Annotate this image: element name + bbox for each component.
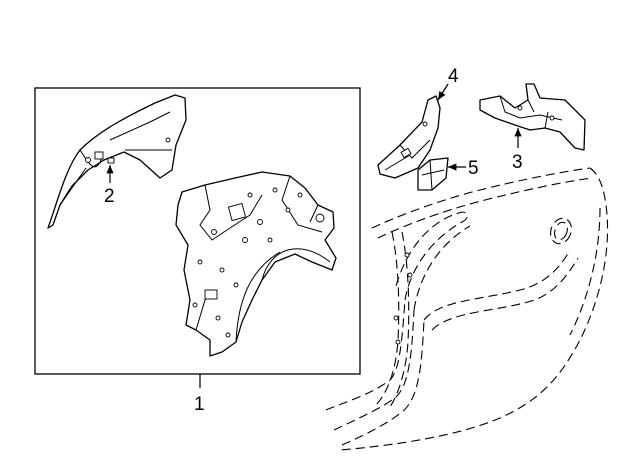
part-2-wheelhouse-reinforcement <box>47 94 187 229</box>
part-4-pillar-reinforcement <box>377 95 441 179</box>
assembly-frame <box>34 87 361 375</box>
callout-4: 4 <box>448 66 459 87</box>
callout-5: 5 <box>468 158 479 179</box>
part-1-inner-quarter-panel <box>175 171 337 357</box>
part-5-small-bracket <box>417 157 449 191</box>
callout-2: 2 <box>104 186 115 207</box>
leader-4 <box>437 83 449 101</box>
callout-3: 3 <box>512 152 523 173</box>
part-3-rail-extension <box>479 83 586 151</box>
callout-1: 1 <box>194 394 205 415</box>
body-phantom-outline <box>325 167 609 451</box>
